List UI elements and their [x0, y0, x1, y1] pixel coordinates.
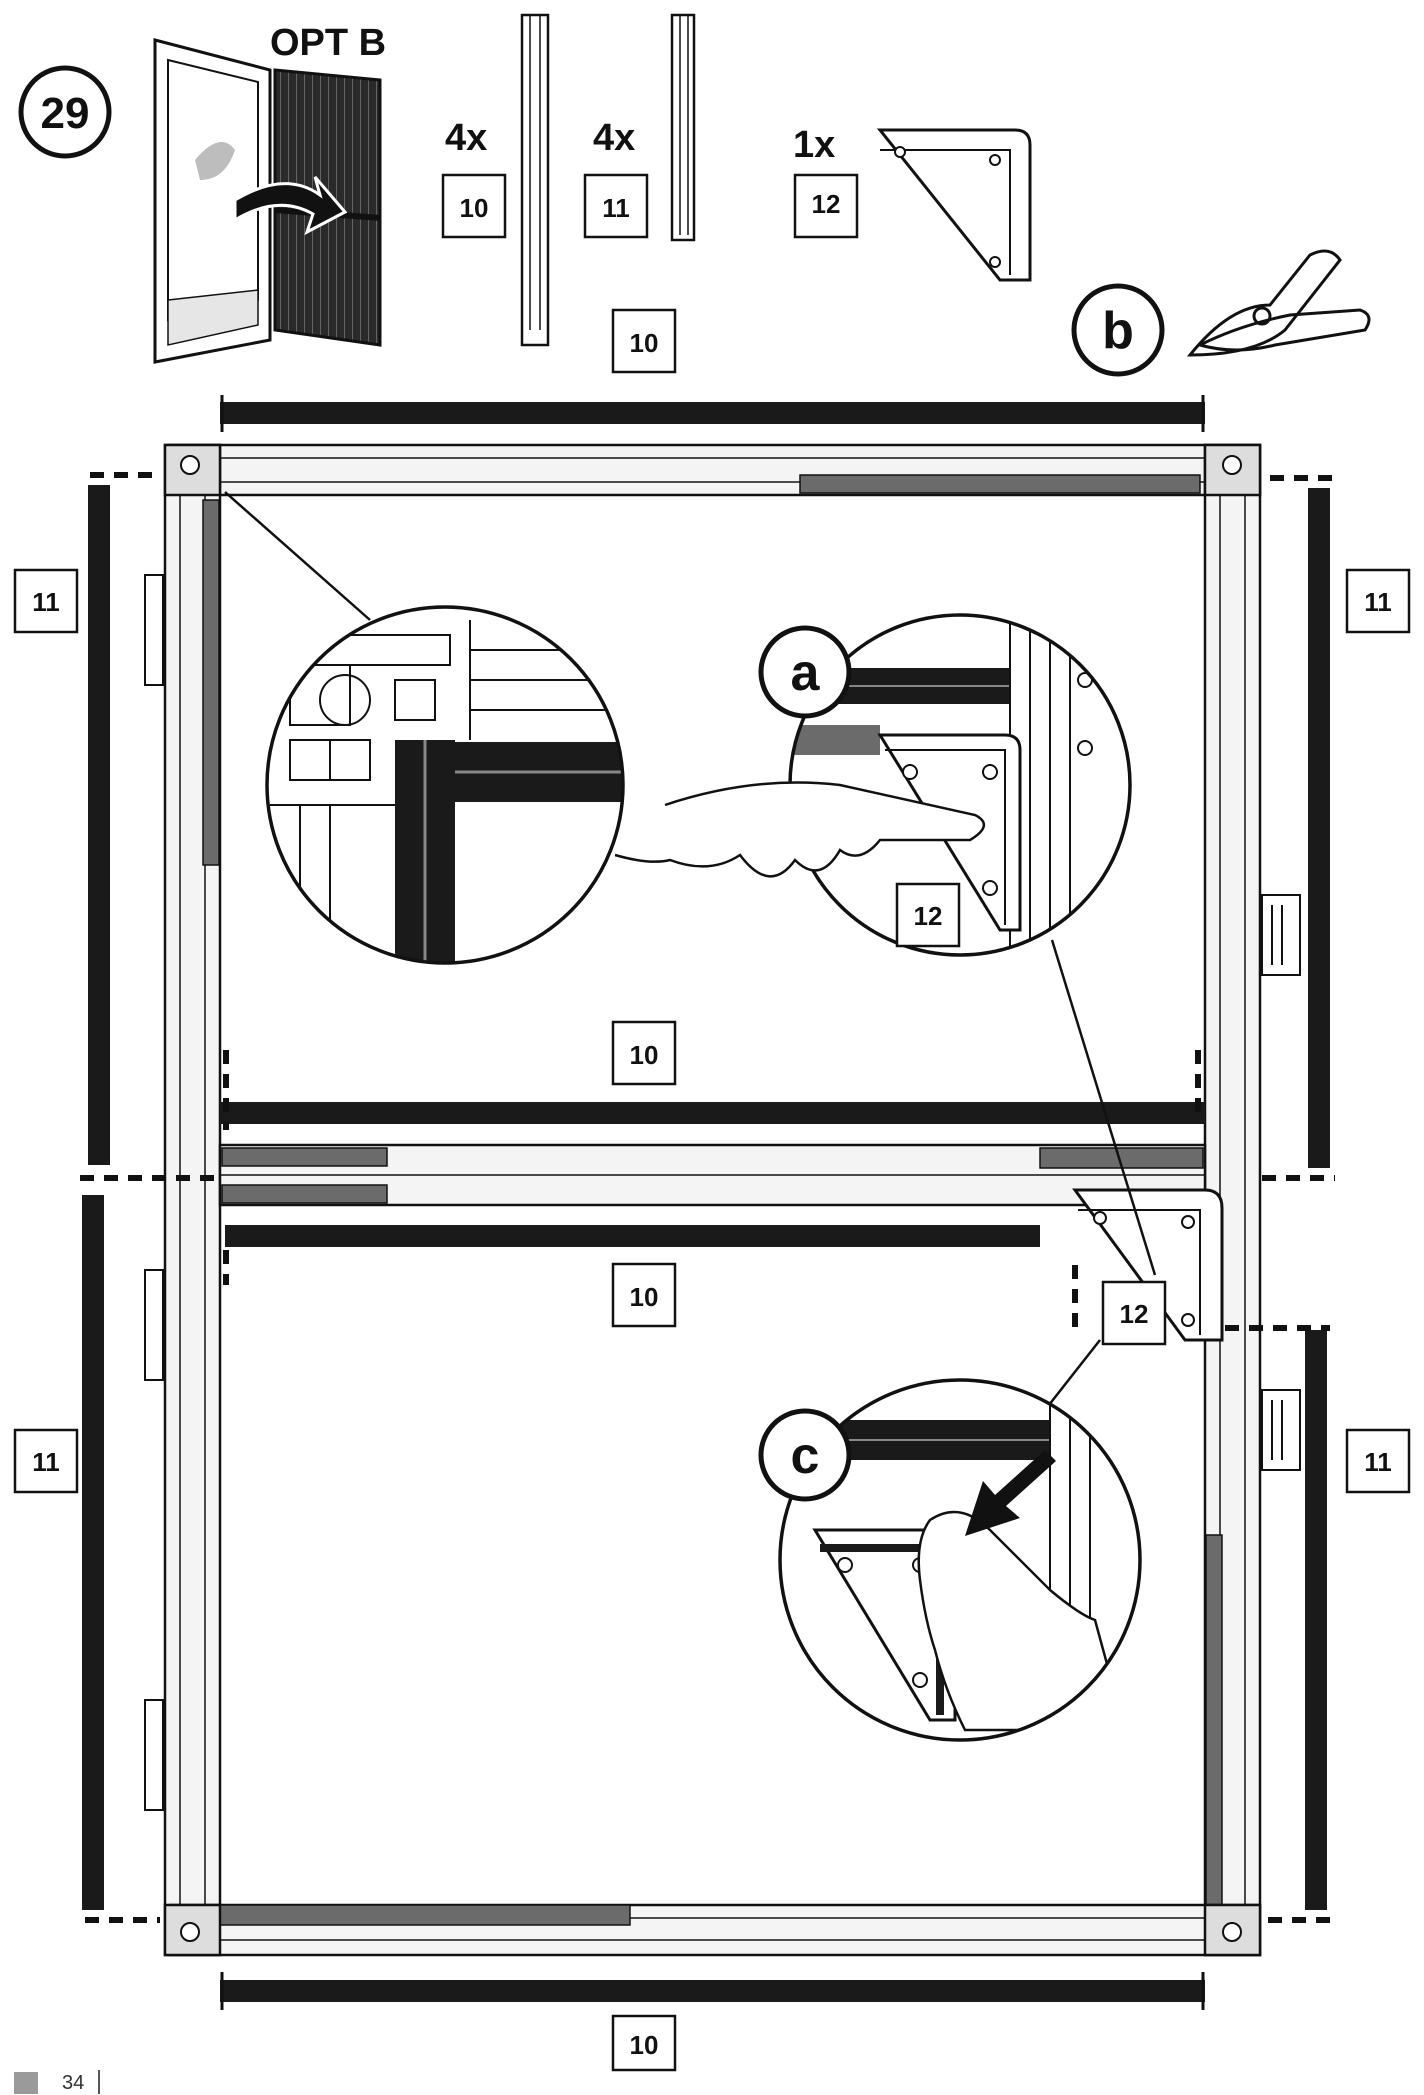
rail-top-header-label: 10: [630, 328, 659, 358]
side-left-upper-box: [13, 568, 79, 634]
rail-bottom-strip: [220, 1980, 1205, 2002]
bracket-on-frame: [1072, 1188, 1224, 1342]
handles-right: [1261, 894, 1301, 1471]
step-number: 29: [41, 89, 90, 138]
rail-lower-mid-label: 10: [630, 1282, 659, 1312]
part-11-profile: [670, 13, 696, 242]
callout-a-detail: [790, 615, 1130, 955]
door-illustration: [153, 38, 382, 364]
callout-b: b: [1102, 302, 1134, 360]
part-12-bracket: [876, 128, 1032, 282]
frame-assembly: a 12 12 c 10: [13, 395, 1411, 2072]
arrow-icon: [233, 176, 348, 236]
callout-a: a: [791, 644, 821, 702]
hinges-left: [144, 574, 164, 1811]
rail-lower-mid-strip: [225, 1225, 1040, 1247]
callout-c: c: [791, 1427, 820, 1485]
hand-icon: [195, 142, 235, 180]
rail-bottom-label: 10: [630, 2030, 659, 2060]
step-header: 29 OPT B 4x: [18, 13, 1371, 377]
part-11-id: 11: [602, 193, 630, 223]
side-strip-left-upper: [88, 485, 110, 1165]
corner-zoom-detail: [267, 607, 623, 963]
rail-top-label: 10: [0, 0, 2, 1]
rail-bottom-box: [611, 2014, 677, 2072]
side-right-lower-box: [1345, 1428, 1411, 1494]
hand-icon-a: [614, 781, 985, 878]
callout-b-circle: [1071, 283, 1165, 377]
bracket-frame-label: 12: [1120, 1299, 1149, 1329]
rail-top-header-box: [611, 308, 677, 374]
step-number-circle: [18, 65, 112, 159]
alignment-guides: [80, 472, 1335, 1923]
part-11-label-box: [583, 173, 649, 239]
bracket-frame-box: [1101, 1280, 1167, 1346]
shears-icon: [1186, 249, 1371, 357]
part-10-id: 10: [460, 193, 489, 223]
side-right-upper-box: [1345, 568, 1411, 634]
part-11-qty: 4x: [593, 117, 635, 159]
callout-a-circle: [758, 625, 852, 719]
side-left-upper-label: 11: [32, 587, 60, 617]
side-right-upper-label: 11: [1364, 587, 1392, 617]
part-12-qty: 1x: [793, 124, 835, 166]
page-number: 34: [62, 2072, 85, 2094]
option-title: OPT B: [270, 22, 386, 64]
part-10-profile: [520, 13, 550, 347]
rail-upper-mid-box: [611, 1020, 677, 1086]
rail-upper-mid-strip: [220, 1102, 1205, 1124]
side-left-lower-label: 11: [32, 1447, 60, 1477]
corner-top-right: [1203, 443, 1262, 497]
side-strip-right-upper: [1308, 488, 1330, 1168]
side-strip-right-lower: [1305, 1330, 1327, 1910]
corner-bottom-right: [1203, 1903, 1262, 1957]
callout-c-circle: [758, 1408, 852, 1502]
part-12-label-box: [793, 173, 859, 239]
bracket-detail-box: [895, 882, 961, 948]
corner-bottom-left: [163, 1903, 222, 1957]
part-10-label-box: [441, 173, 507, 239]
part-10-qty: 4x: [445, 117, 487, 159]
rail-lower-mid-box: [611, 1262, 677, 1328]
side-right-lower-label: 11: [1364, 1447, 1392, 1477]
rail-top-strip: [220, 402, 1205, 424]
bracket-detail-label: 12: [914, 901, 943, 931]
side-strip-left-lower: [82, 1195, 104, 1910]
part-12-id: 12: [812, 189, 841, 219]
page-marker: [14, 2072, 38, 2094]
page-divider: [98, 2070, 100, 2094]
rail-upper-mid-label: 10: [630, 1040, 659, 1070]
side-left-lower-box: [13, 1428, 79, 1494]
corner-top-left: [163, 443, 222, 497]
arrow-icon-c: [965, 1450, 1056, 1536]
